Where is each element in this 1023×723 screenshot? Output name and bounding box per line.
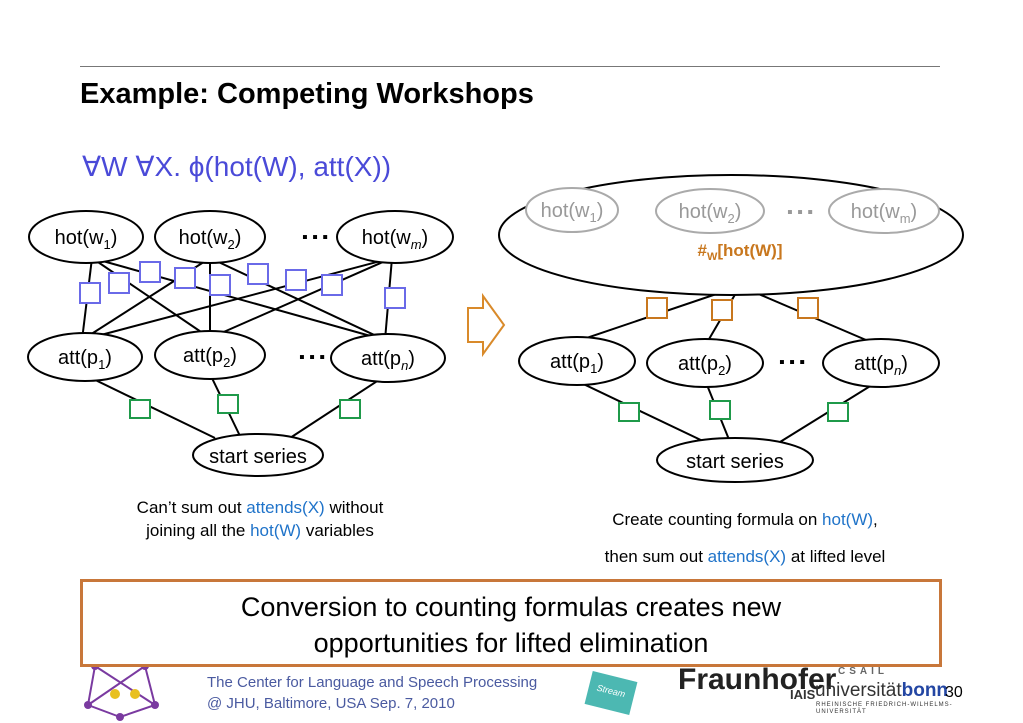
hot-label-faded: hot(w2)	[679, 201, 742, 226]
factor-node	[339, 399, 361, 419]
hot-node	[336, 210, 454, 264]
factor-node	[209, 274, 231, 296]
factor-node	[139, 261, 161, 283]
factor-node	[618, 402, 640, 422]
att-label: att(p1)	[550, 351, 604, 376]
conference-logo	[86, 665, 157, 719]
hot-label-faded: hot(wm)	[851, 201, 917, 226]
counting-formula-label: #W[hot(W)]	[698, 241, 783, 263]
factor-node	[646, 297, 668, 319]
start-label: start series	[209, 446, 307, 468]
factor-node	[129, 399, 151, 419]
ellipsis: ▪ ▪ ▪	[779, 354, 805, 371]
footer-line: The Center for Language and Speech Proce…	[207, 674, 538, 691]
hot-label: hot(wm)	[362, 227, 428, 252]
factor-node	[285, 269, 307, 291]
att-node	[518, 336, 636, 386]
hot-node	[28, 210, 144, 264]
att-node	[822, 338, 940, 388]
iais-logo: IAIS	[790, 687, 816, 702]
att-label: att(p2)	[678, 353, 732, 378]
att-label: att(p2)	[183, 345, 237, 370]
factor-node	[108, 272, 130, 294]
left-caption: Can’t sum out attends(X) without joining…	[136, 498, 384, 540]
factor-node	[174, 267, 196, 289]
hot-label: hot(w1)	[55, 227, 118, 252]
right-caption: Create counting formula on hot(W), then …	[604, 510, 886, 566]
factor-node	[384, 287, 406, 309]
att-node	[646, 338, 764, 388]
att-node	[154, 330, 266, 380]
hot-node-faded	[655, 188, 765, 234]
factor-node	[247, 263, 269, 285]
uni-bonn-subtitle: RHEINISCHE FRIEDRICH-WILHELMS-UNIVERSITÄ…	[816, 702, 953, 715]
hot-node	[154, 210, 266, 264]
fraunhofer-logo: Fraunhofer	[678, 663, 837, 696]
callout-box: Conversion to counting formulas creates …	[80, 579, 942, 667]
att-node	[330, 333, 446, 383]
slide-title: Example: Competing Workshops	[80, 78, 534, 110]
csail-logo: CSAIL	[838, 666, 888, 677]
start-label: start series	[686, 451, 784, 473]
footer-line: @ JHU, Baltimore, USA Sep. 7, 2010	[207, 695, 455, 712]
factor-node	[711, 299, 733, 321]
hot-node-faded	[828, 188, 940, 234]
page-number: 30	[945, 684, 963, 701]
ellipsis: ▪ ▪ ▪	[787, 204, 813, 221]
att-label: att(pn)	[361, 348, 415, 373]
ellipsis: ▪ ▪ ▪	[299, 349, 325, 366]
hot-label: hot(w2)	[179, 227, 242, 252]
callout-line: Conversion to counting formulas creates …	[240, 592, 782, 622]
callout-line: opportunities for lifted elimination	[313, 628, 709, 658]
hot-label-faded: hot(w1)	[541, 200, 604, 225]
uni-bonn-logo: universitätbonn	[815, 680, 949, 701]
start-node	[192, 433, 324, 477]
factor-node	[321, 274, 343, 296]
start-node	[656, 437, 814, 483]
factor-node	[827, 402, 849, 422]
factor-node	[797, 297, 819, 319]
factor-node	[79, 282, 101, 304]
ellipsis: ▪ ▪ ▪	[302, 229, 328, 246]
factor-node	[709, 400, 731, 420]
att-node	[27, 332, 143, 382]
title-rule	[80, 66, 940, 67]
att-label: att(pn)	[854, 353, 908, 378]
transform-arrow-icon	[467, 292, 506, 358]
factor-node	[217, 394, 239, 414]
att-label: att(p1)	[58, 347, 112, 372]
formula: ∀W ∀X. ϕ(hot(W), att(X))	[82, 151, 392, 182]
hot-node-faded	[525, 187, 619, 233]
